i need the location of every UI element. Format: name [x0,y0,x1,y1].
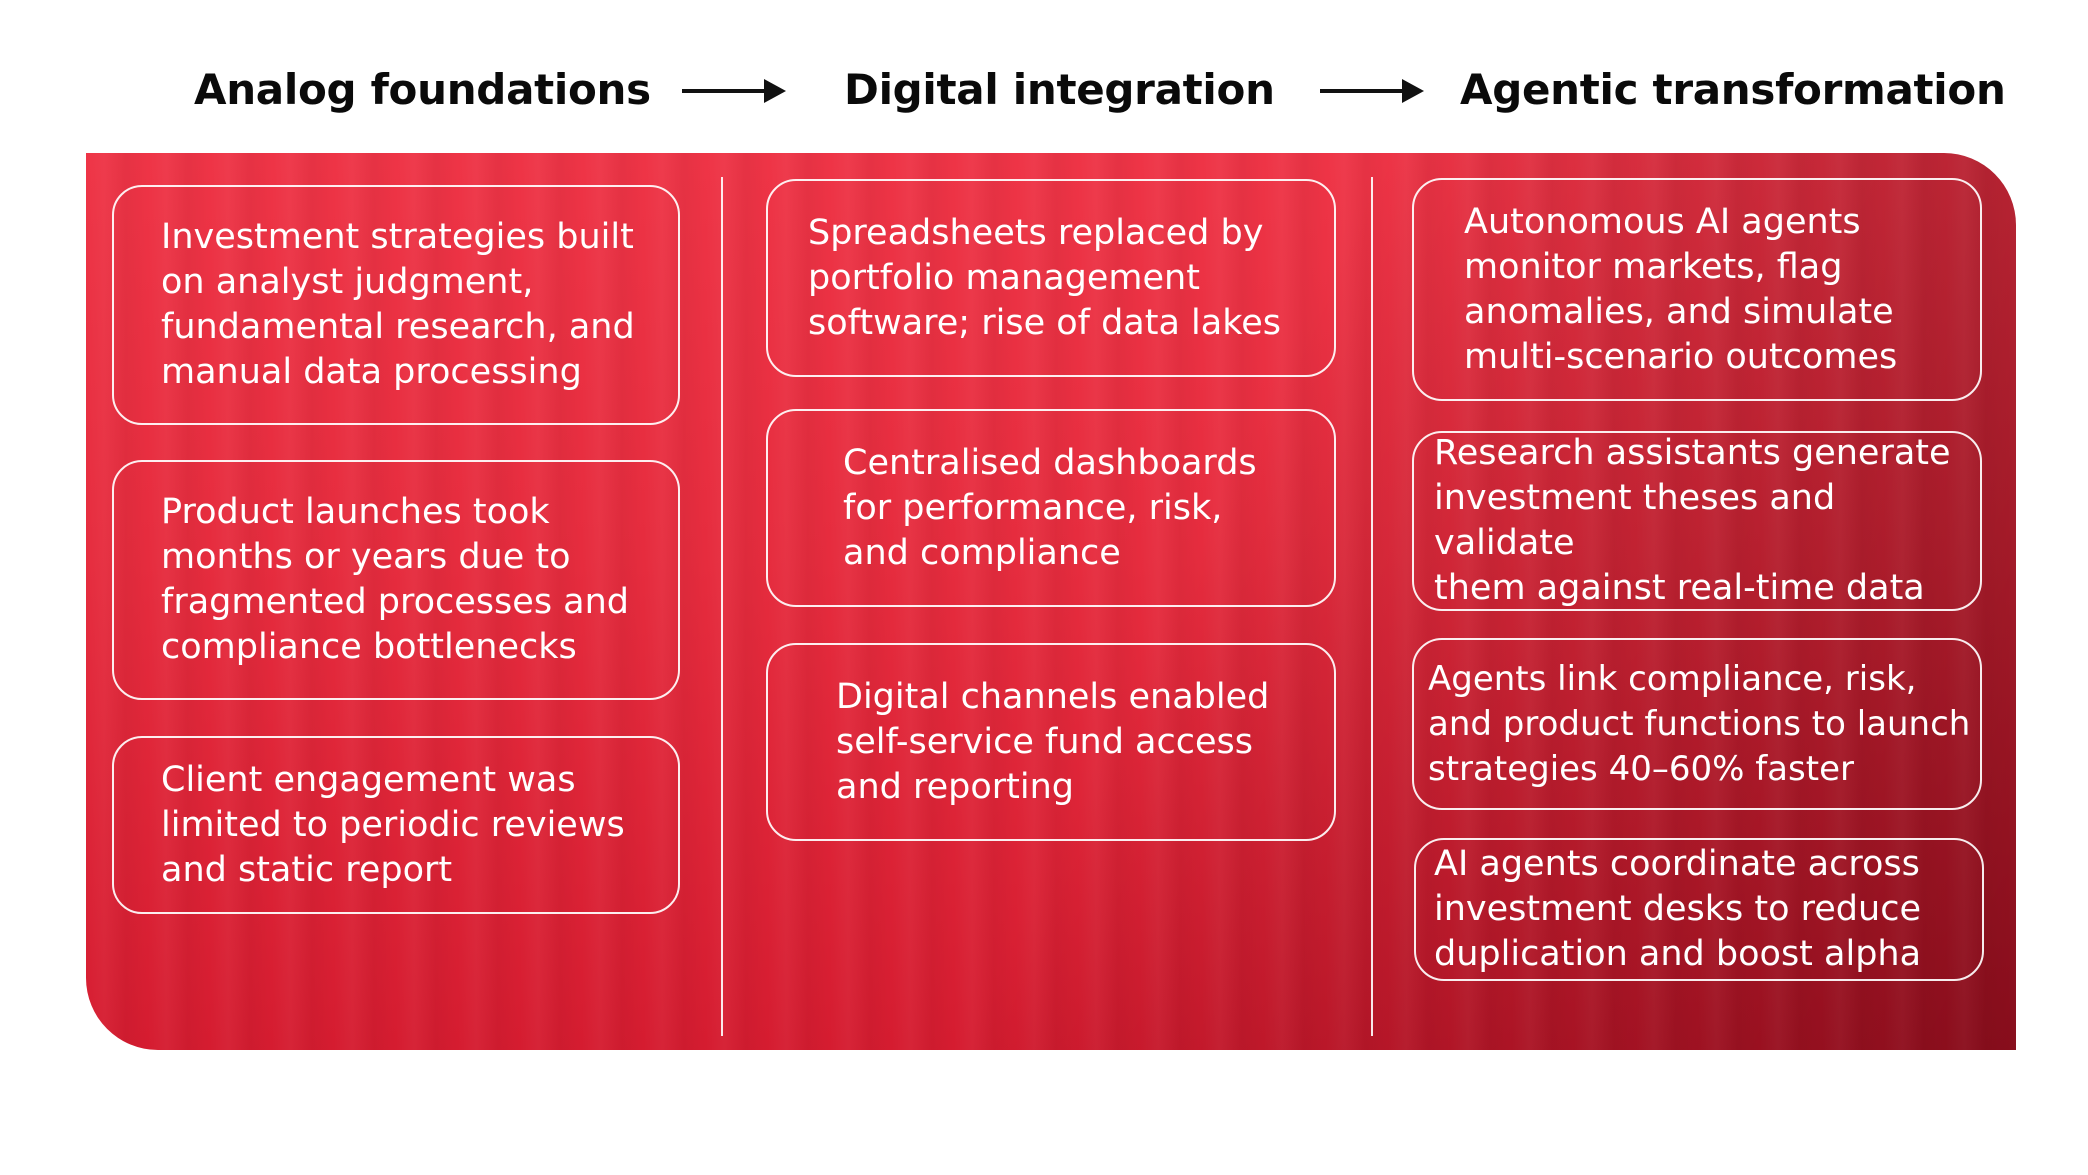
column-divider [1371,177,1373,1036]
header-analog-foundations: Analog foundations [194,65,651,114]
agentic-card: Agents link compliance, risk, and produc… [1412,638,1982,810]
analog-card: Investment strategies built on analyst j… [112,185,680,425]
card-text: Centralised dashboards for performance, … [843,442,1257,573]
card-text: Autonomous AI agents monitor markets, fl… [1464,201,1898,377]
agentic-card: Research assistants generate investment … [1412,431,1982,611]
card-text: Digital channels enabled self-service fu… [836,676,1270,807]
arrow-right-icon [682,79,786,103]
agentic-card: Autonomous AI agents monitor markets, fl… [1412,178,1982,401]
digital-card: Digital channels enabled self-service fu… [766,643,1336,841]
digital-card: Spreadsheets replaced by portfolio manag… [766,179,1336,377]
stages-panel: Investment strategies built on analyst j… [86,153,2016,1050]
analog-card: Client engagement was limited to periodi… [112,736,680,914]
card-text: Product launches took months or years du… [161,492,630,667]
card-text: Spreadsheets replaced by portfolio manag… [808,212,1282,343]
header-agentic-transformation: Agentic transformation [1460,65,2006,114]
header-digital-integration: Digital integration [844,65,1275,114]
arrow-right-icon [1320,79,1424,103]
digital-card: Centralised dashboards for performance, … [766,409,1336,607]
analog-card: Product launches took months or years du… [112,460,680,700]
card-text: Investment strategies built on analyst j… [161,217,635,392]
column-divider [721,177,723,1036]
card-text: Research assistants generate investment … [1434,433,1951,608]
card-text: Client engagement was limited to periodi… [161,759,625,890]
card-text: AI agents coordinate across investment d… [1434,844,1922,974]
agentic-card: AI agents coordinate across investment d… [1414,838,1984,981]
card-text: Agents link compliance, risk, and produc… [1428,658,1971,789]
